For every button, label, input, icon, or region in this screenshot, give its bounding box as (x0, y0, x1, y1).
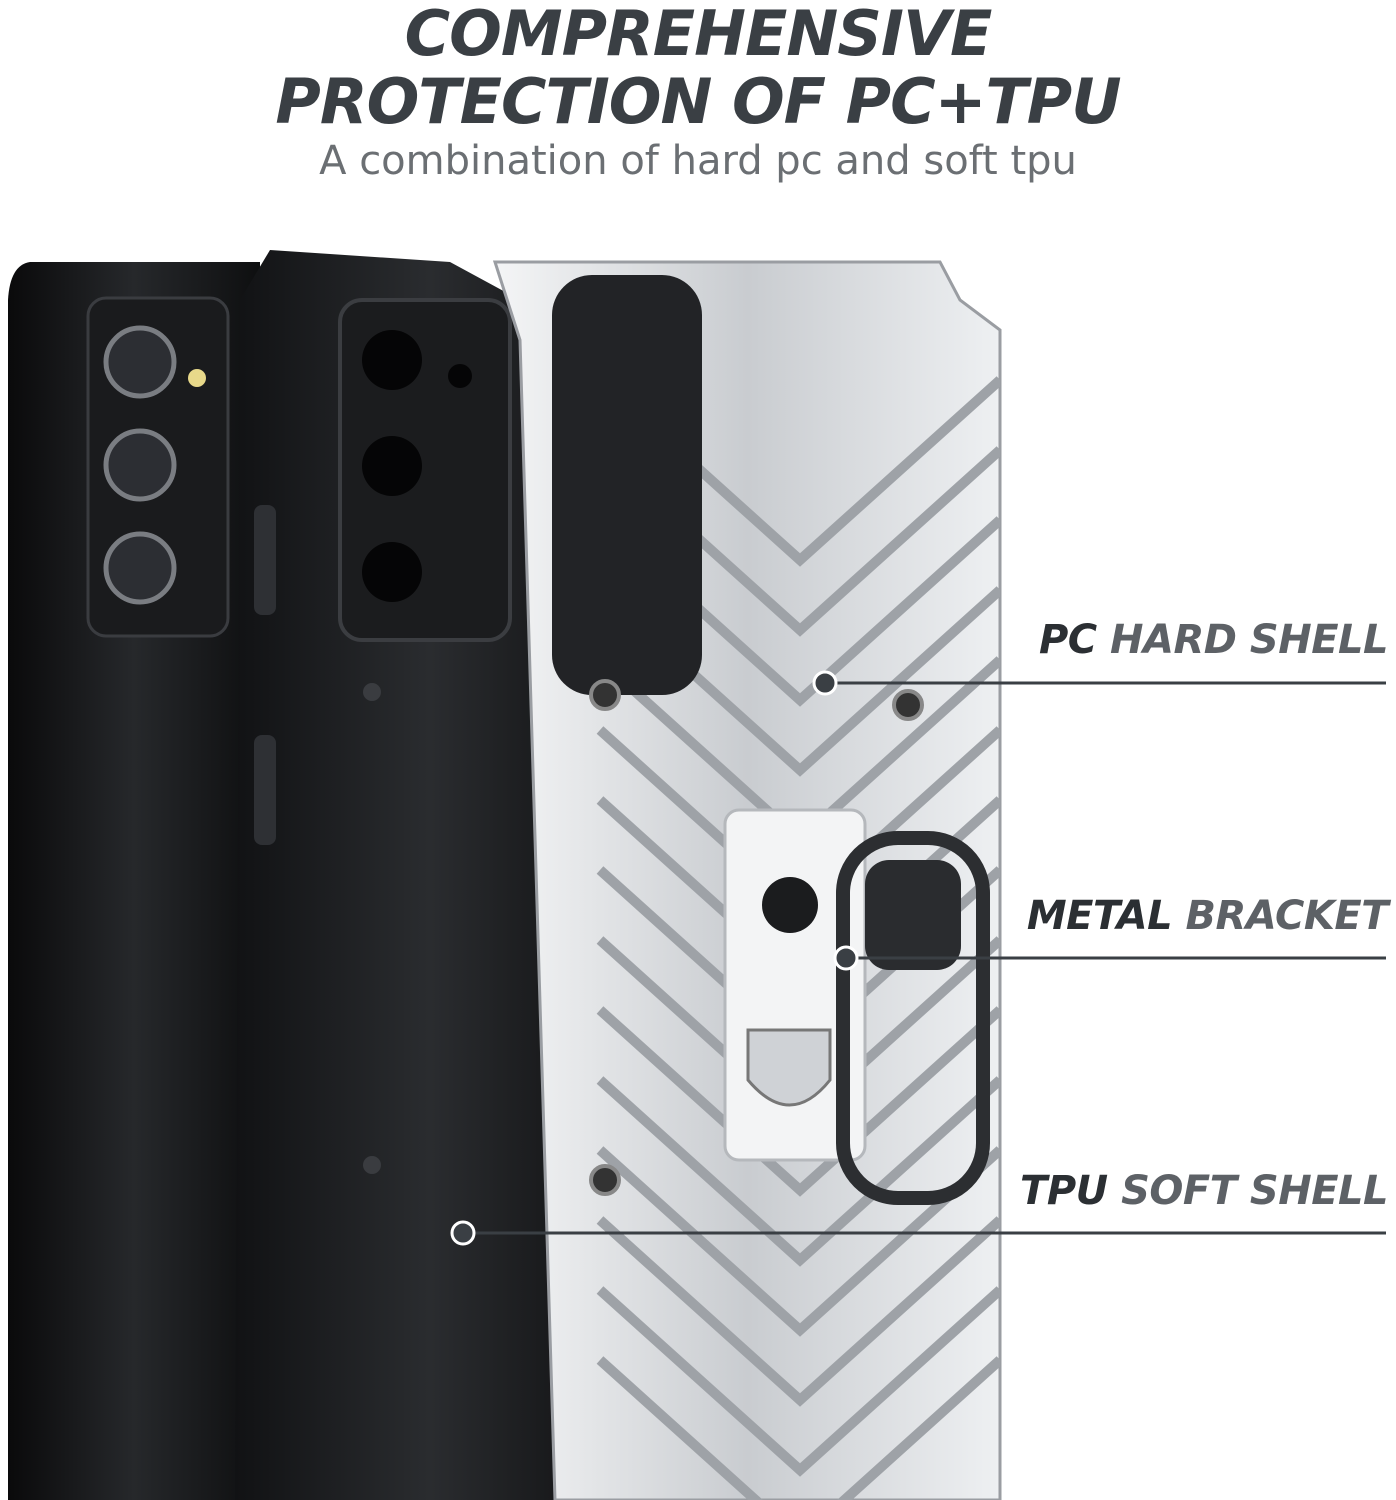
phone (8, 262, 260, 1500)
callout-leaders (450, 670, 1386, 1246)
callout-pc-hard-shell: PC HARD SHELL (1038, 617, 1389, 663)
title-line-1: COMPREHENSIVE (404, 0, 993, 70)
callout-rest: SOFT SHELL (1121, 1168, 1388, 1214)
tpu-soft-shell (235, 250, 560, 1500)
callout-tpu-soft-shell: TPU SOFT SHELL (1020, 1168, 1388, 1214)
callout-strong: METAL (1026, 893, 1173, 939)
callout-metal-bracket: METAL BRACKET (1026, 893, 1389, 939)
metal-bracket (723, 808, 990, 1205)
callout-rest: BRACKET (1185, 893, 1389, 939)
callout-rest: HARD SHELL (1110, 617, 1388, 663)
subtitle: A combination of hard pc and soft tpu (319, 138, 1077, 184)
callout-strong: TPU (1020, 1168, 1108, 1214)
title-line-2: PROTECTION OF PC+TPU (275, 65, 1121, 138)
callout-strong: PC (1038, 617, 1097, 663)
